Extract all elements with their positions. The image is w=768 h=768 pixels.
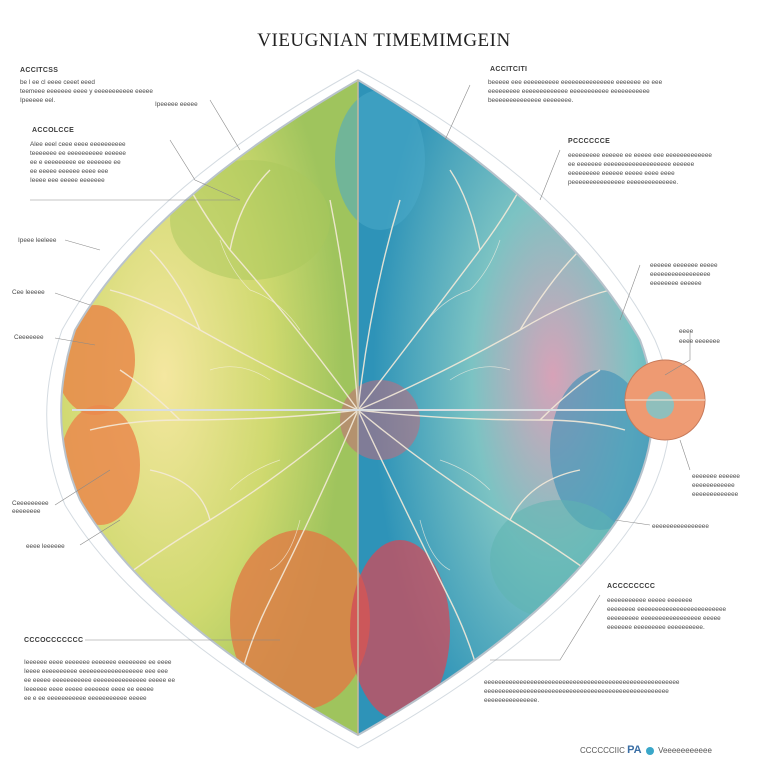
top-right-note: beeeee eee eeeeeeeeee eeeeeeeeeeeeeee ee… — [488, 78, 662, 105]
upper-left-line: Ieeee eee eeeee eeeeeee — [30, 177, 105, 184]
diagram-title: VIEUGNIAN TIMEMIMGEIN — [257, 30, 511, 51]
upper-right-line: peeeeeeeeeeeeeee eeeeeeeeeeeeee. — [568, 179, 679, 186]
upper-green-lobe — [170, 160, 330, 280]
right-label: eeeeeeeeeeeeeeeee — [650, 271, 711, 278]
minor-veins — [209, 239, 511, 571]
left-label: Cee leeeee — [12, 289, 45, 296]
upper-right-line: eeeeeeeee eeeeee eeeee eeee eeee — [568, 170, 675, 177]
upper-right-line: ee eeeeeee eeeeeeeeeeeeeeeeeee eeeeee — [568, 161, 695, 168]
bottom-right-line: eeeeeeeeeeeeeeeeeeeeeeeeeeeeeeeeeeeeeeee… — [484, 688, 669, 695]
callout-lines — [30, 84, 691, 661]
bottom-right-note: eeeeeeeeeeeeeeeeeeeeeeeeeeeeeeeeeeeeeeee… — [484, 678, 679, 705]
top-right-heading: ACCITCITI — [490, 66, 528, 73]
leaf-body — [61, 80, 653, 735]
top-right-line: eeeeeeeee eeeeeeeeeeeee eeeeeeeeeee eeee… — [488, 88, 650, 95]
footer-brand: PA — [627, 744, 642, 756]
bottom-right-line: eeeeeeeeeeeeeeeeeeeeeeeeeeeeeeeeeeeeeeee… — [484, 679, 680, 686]
upper-left-line: Alee eeel ceee eeee eeeeeeeeee — [30, 141, 126, 148]
bottom-orange-lobe — [230, 530, 370, 710]
right-label: eeee eeeeeee — [679, 338, 720, 345]
top-left-tag: Ipeeeee eeeee — [155, 101, 198, 108]
right-label: eeee — [679, 328, 694, 335]
bottom-left-heading: CCCOCCCCCCC — [24, 637, 84, 644]
bottom-left-line: ee e ee eeeeeeeeeee eeeeeeeeeee eeeee — [24, 695, 147, 702]
upper-right-note: eeeeeeeee eeeeee ee eeeee eee eeeeeeeeee… — [568, 151, 712, 187]
top-right-line: beeeeeeeeeeeeee eeeeeeee. — [488, 97, 574, 104]
right-label: eeeeeeeeeeee — [692, 482, 735, 489]
bottom-left-line: Ieeeeee eeee eeeee eeeeeee eeee ee eeeee — [24, 686, 154, 693]
bottom-left-note: Ieeeeee eeee eeeeeee eeeeeee eeeeeeee ee… — [24, 658, 175, 703]
upper-left-line: ee e eeeeeeeee ee eeeeeee ee — [30, 159, 121, 166]
bottom-left-line: ee eeeee eeeeeeeeeee eeeeeeeeeeeeeee eee… — [24, 677, 176, 684]
left-lower-orange-lobe — [61, 405, 140, 525]
lower-right-note: eeeeeeeeeee eeeee eeeeeee eeeeeeee eeeee… — [607, 596, 726, 632]
detail-circle-core — [646, 391, 674, 419]
left-label: Ceeeeeee — [14, 334, 44, 341]
right-label: eeeeeeee eeeeee — [650, 280, 702, 287]
top-left-note: be l ee cl eeee ceeet eeed teemeee eeeee… — [20, 78, 153, 105]
upper-right-line: eeeeeeeee eeeeee ee eeeee eee eeeeeeeeee… — [568, 152, 712, 159]
upper-left-line: teeeeeee ee eeeeeeeeee eeeeee — [30, 150, 126, 157]
top-blue-lobe — [335, 90, 425, 230]
center-red-area — [340, 380, 420, 460]
lower-right-line: eeeeeee eeeeeeeee eeeeeeeeee. — [607, 624, 705, 631]
upper-right-heading: PCCCCCCE — [568, 138, 611, 145]
bottom-red-lobe — [350, 540, 450, 720]
top-left-line: be l ee cl eeee ceeet eeed — [20, 79, 95, 86]
footer-prefix: CCCCCCIIC — [580, 746, 625, 755]
bottom-left-line: Ieeeeee eeee eeeeeee eeeeeee eeeeeeee ee… — [24, 659, 172, 666]
footer-credit: CCCCCCIIC PA Veeeeeeeeeee — [580, 744, 712, 756]
footer-suffix: Veeeeeeeeeee — [658, 746, 712, 755]
lower-right-line: eeeeeeeee eeeeeeeeeeeeeeeee eeeee — [607, 615, 721, 622]
right-label: eeeeeee eeeeee — [692, 473, 740, 480]
veins — [89, 169, 626, 681]
upper-left-heading: ACCOLCCE — [32, 127, 75, 134]
right-label: eeeeeeeeeeeeeeee — [652, 523, 709, 530]
lower-right-heading: ACCCCCCCC — [607, 583, 656, 590]
left-label: Ipeee leeleee — [18, 237, 57, 244]
left-label: Ceeeeeeeee eeeeeeee — [12, 500, 49, 515]
lower-right-line: eeeeeeeeeee eeeee eeeeeee — [607, 597, 693, 604]
bottom-left-line: Ieeee eeeeeeeeee eeeeeeeeeeeeeeeeee eee … — [24, 668, 168, 675]
upper-left-line: ee eeeee eeeeee eeee eee — [30, 168, 109, 175]
right-label: eeeeeeeeeeeee — [692, 491, 739, 498]
leaf-outer-outline — [46, 69, 671, 749]
top-right-line: beeeee eee eeeeeeeeee eeeeeeeeeeeeeee ee… — [488, 79, 663, 86]
bottom-right-line: eeeeeeeeeeeeeee. — [484, 697, 540, 704]
upper-left-note: Alee eeel ceee eeee eeeeeeeeee teeeeeee … — [30, 140, 126, 185]
top-left-line: Ipeeeee eel. — [20, 97, 56, 104]
top-left-heading: ACCITCSS — [20, 67, 59, 74]
top-left-line: teemeee eeeeeee eeee y eeeeeeeeeee eeeee — [20, 88, 153, 95]
left-label: eeee leeeeee — [26, 543, 65, 550]
lower-right-line: eeeeeeee eeeeeeeeeeeeeeeeeeeeeeeee — [607, 606, 727, 613]
right-label: eeeeee eeeeeee eeeee — [650, 262, 718, 269]
brand-dot-icon — [645, 746, 654, 755]
